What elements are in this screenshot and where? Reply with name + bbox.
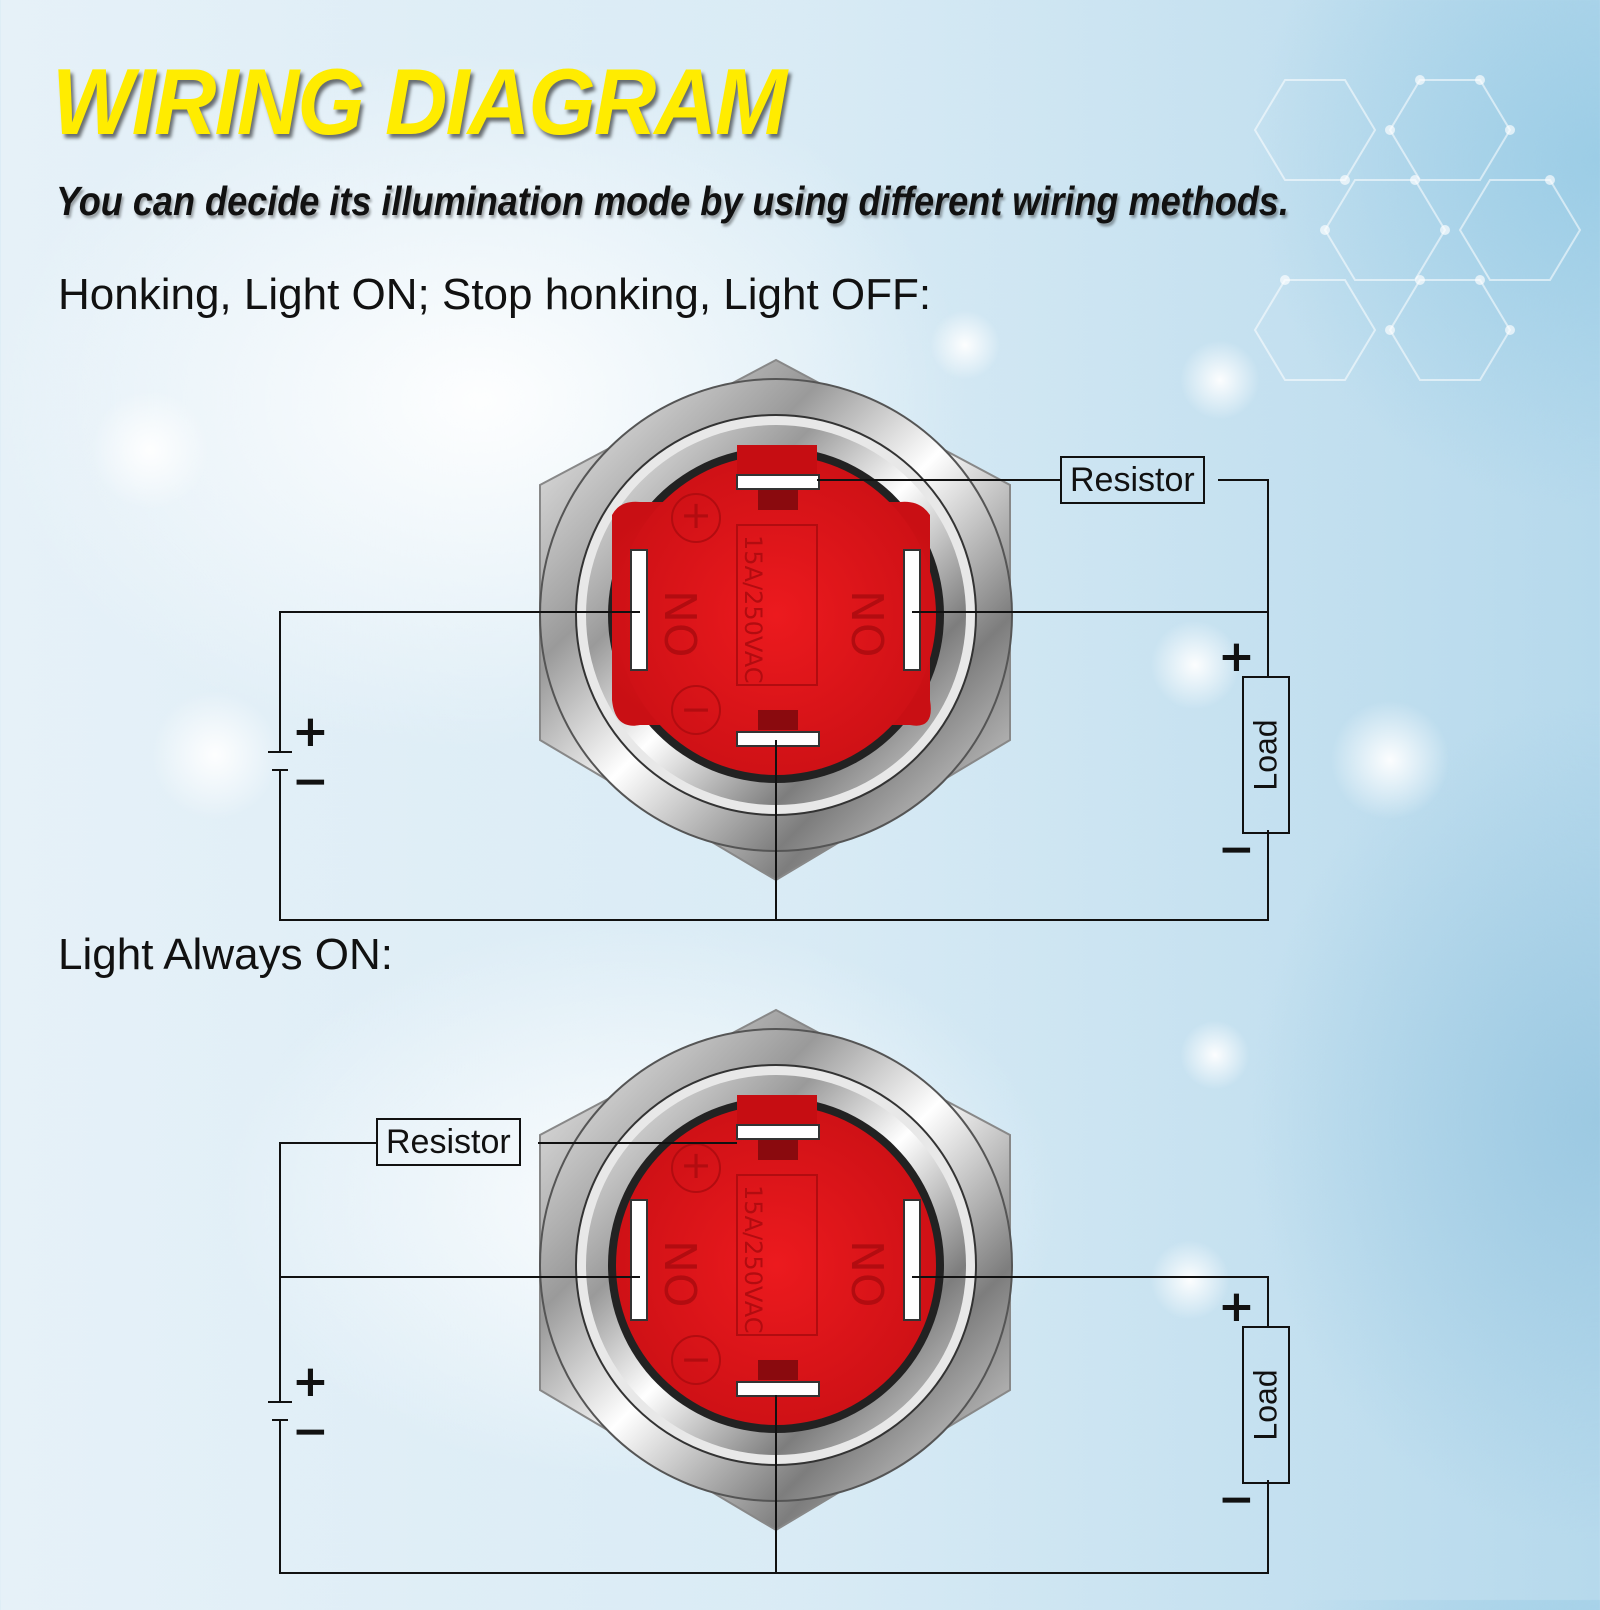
load-label: Load — [1247, 1369, 1284, 1441]
wiring-diagram-honking: + − 15A/250VAC NO NO Resistor Load + − +… — [0, 340, 1600, 960]
section-heading-always-on: Light Always ON: — [58, 930, 394, 979]
switch-and-wires: + − 15A/250VAC NO NO — [268, 1008, 1269, 1574]
svg-text:−: − — [680, 1337, 712, 1381]
bokeh-light — [1180, 1020, 1250, 1090]
svg-text:+: + — [680, 1143, 712, 1187]
load-minus-sign: − — [1218, 824, 1255, 875]
svg-text:NO: NO — [841, 1240, 892, 1308]
load-plus-sign: + — [1218, 1281, 1255, 1332]
battery-minus-sign: − — [292, 1406, 329, 1457]
resistor-label: Resistor — [1060, 456, 1205, 504]
wires — [268, 479, 1269, 921]
battery-minus-sign: − — [292, 756, 329, 807]
load-minus-sign: − — [1218, 1474, 1255, 1525]
page-title: WIRING DIAGRAM — [52, 49, 787, 154]
bokeh-light — [930, 310, 1000, 380]
resistor-label: Resistor — [376, 1118, 521, 1166]
bokeh-light — [90, 390, 210, 510]
svg-text:15A/250VAC: 15A/250VAC — [739, 535, 767, 684]
red-switch-body — [616, 1105, 936, 1425]
section-heading-honking: Honking, Light ON; Stop honking, Light O… — [58, 270, 932, 319]
svg-text:NO: NO — [654, 1240, 705, 1308]
bokeh-light — [1330, 700, 1450, 820]
svg-text:15A/250VAC: 15A/250VAC — [739, 1185, 767, 1334]
svg-text:NO: NO — [841, 590, 892, 658]
load-component: Load — [1242, 676, 1290, 834]
load-component: Load — [1242, 1326, 1290, 1484]
load-plus-sign: + — [1218, 631, 1255, 682]
svg-text:−: − — [680, 687, 712, 731]
wires — [268, 1142, 1269, 1574]
load-label: Load — [1247, 719, 1284, 791]
bokeh-light — [1150, 620, 1240, 710]
switch-and-wires: + − 15A/250VAC NO NO — [268, 358, 1269, 921]
bokeh-light — [150, 690, 280, 820]
bokeh-light — [1180, 340, 1260, 420]
svg-text:NO: NO — [654, 590, 705, 658]
page-subtitle: You can decide its illumination mode by … — [56, 178, 1289, 224]
wiring-diagram-always-on: + − 15A/250VAC NO NO Resistor Load + − +… — [0, 990, 1600, 1610]
battery-plus-sign: + — [292, 706, 329, 757]
bokeh-light — [1150, 1240, 1230, 1320]
battery-plus-sign: + — [292, 1356, 329, 1407]
svg-text:+: + — [680, 493, 712, 537]
